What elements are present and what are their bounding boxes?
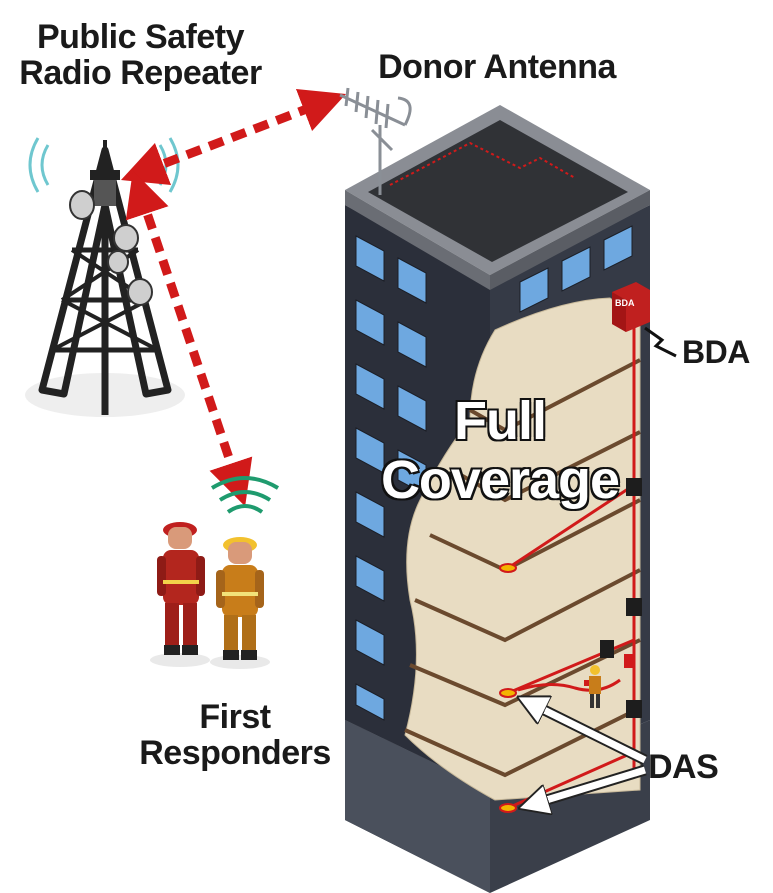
repeater-responder-link xyxy=(125,170,253,507)
repeater-donor-link xyxy=(120,89,347,185)
first-responders xyxy=(150,476,280,669)
repeater-label-line1: Public Safety xyxy=(36,18,245,56)
responder-small-icon xyxy=(584,665,601,708)
bda-box-label: BDA xyxy=(615,298,635,308)
das-antenna-icon xyxy=(499,563,517,813)
donor-antenna-label: Donor Antenna xyxy=(378,48,616,86)
bda-label: BDA xyxy=(682,334,750,370)
building: BDA xyxy=(345,105,677,893)
full-coverage-line2: Coverage xyxy=(380,449,622,511)
first-responders-line1: First xyxy=(199,698,271,736)
repeater-label-line2: Radio Repeater xyxy=(19,53,262,92)
das-label: DAS xyxy=(648,748,719,786)
bda-pointer xyxy=(644,326,677,358)
das-pointers xyxy=(528,702,648,805)
signal-arrows xyxy=(120,89,347,507)
first-responders-label: First Responders xyxy=(110,698,360,772)
full-coverage-line1: Full xyxy=(453,390,548,452)
donor-antenna-icon xyxy=(339,87,412,195)
full-coverage-label: Full Coverage xyxy=(350,390,650,512)
first-responders-line2: Responders xyxy=(139,733,331,772)
junction-boxes xyxy=(600,478,642,718)
repeater-label: Public Safety Radio Repeater xyxy=(8,18,273,92)
responder-red-icon xyxy=(150,522,210,667)
responder-yellow-icon xyxy=(210,537,270,669)
responder-wave-icon xyxy=(210,476,280,514)
bda-box: BDA xyxy=(612,282,650,332)
radio-tower xyxy=(25,137,185,417)
